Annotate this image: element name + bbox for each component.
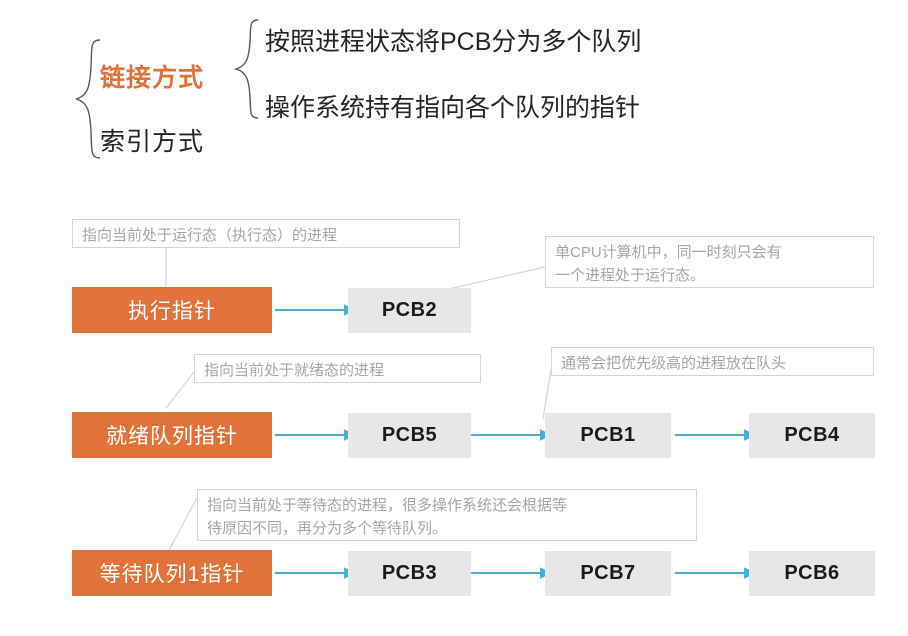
pcb-box-ready-1[interactable]: PCB1	[545, 413, 671, 458]
note-running-right: 单CPU计算机中，同一时刻只会有 一个进程处于运行态。	[545, 236, 874, 288]
note-waiting: 指向当前处于等待态的进程，很多操作系统还会根据等 待原因不同，再分为多个等待队列…	[197, 489, 697, 541]
detail-line-1: 按照进程状态将PCB分为多个队列	[265, 28, 642, 56]
note-running-left: 指向当前处于运行态（执行态）的进程	[72, 219, 460, 248]
detail-line-2: 操作系统持有指向各个队列的指针	[265, 94, 641, 122]
note-ready-right: 通常会把优先级高的进程放在队头	[551, 347, 874, 376]
index-method-label: 索引方式	[100, 128, 205, 156]
leader-waiting	[167, 497, 198, 553]
pcb-box-running-0[interactable]: PCB2	[348, 288, 471, 333]
inner-brace-icon	[233, 19, 259, 119]
leader-ready-left	[165, 371, 195, 409]
pcb-box-waiting-0[interactable]: PCB3	[348, 551, 471, 596]
pcb-box-waiting-2[interactable]: PCB6	[749, 551, 875, 596]
pcb-box-ready-0[interactable]: PCB5	[348, 413, 471, 458]
outer-brace-icon	[75, 39, 101, 159]
pcb-box-waiting-1[interactable]: PCB7	[545, 551, 671, 596]
leader-ready-right	[542, 368, 552, 420]
pointer-box-ready[interactable]: 就绪队列指针	[72, 412, 272, 458]
pcb-box-ready-2[interactable]: PCB4	[749, 413, 875, 458]
pointer-box-waiting[interactable]: 等待队列1指针	[72, 550, 272, 596]
pointer-box-running[interactable]: 执行指针	[72, 287, 272, 333]
note-ready-left: 指向当前处于就绪态的进程	[194, 354, 481, 383]
link-method-label: 链接方式	[100, 64, 205, 92]
